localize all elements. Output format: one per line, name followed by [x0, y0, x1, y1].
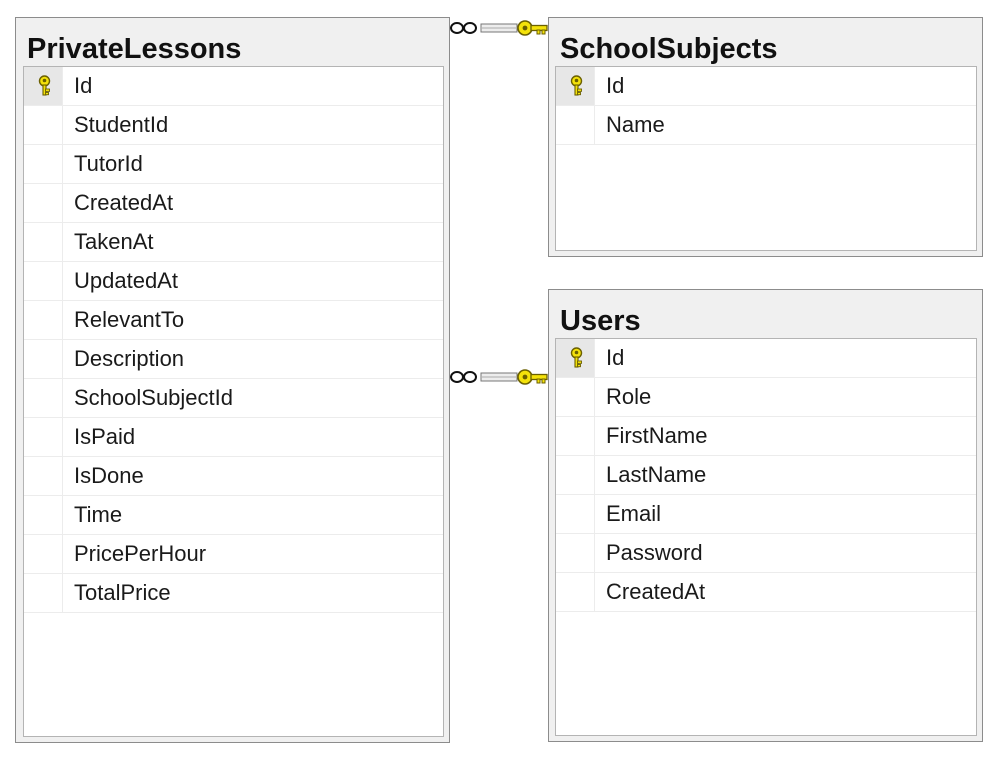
- column-row[interactable]: LastName: [556, 456, 976, 495]
- column-row[interactable]: UpdatedAt: [24, 262, 443, 301]
- table-title: PrivateLessons: [27, 33, 242, 65]
- key-end-icon: [517, 369, 548, 385]
- column-row[interactable]: TakenAt: [24, 223, 443, 262]
- column-row[interactable]: Description: [24, 340, 443, 379]
- row-selector: [24, 262, 63, 300]
- column-row[interactable]: Time: [24, 496, 443, 535]
- column-name: Description: [74, 346, 185, 371]
- column-name: TakenAt: [74, 229, 154, 254]
- row-selector: [24, 535, 63, 573]
- column-name: IsDone: [74, 463, 144, 488]
- column-name: IsPaid: [74, 424, 136, 449]
- column-row[interactable]: IsDone: [24, 457, 443, 496]
- column-row[interactable]: SchoolSubjectId: [24, 379, 443, 418]
- column-name: PricePerHour: [74, 541, 207, 566]
- column-row[interactable]: StudentId: [24, 106, 443, 145]
- primary-key-icon: [570, 75, 583, 96]
- key-end-icon: [517, 20, 548, 36]
- column-name: CreatedAt: [606, 579, 706, 604]
- relationship-privatelessons-users: [450, 369, 548, 385]
- column-row[interactable]: Id: [24, 67, 443, 106]
- many-end-icon: [450, 22, 477, 34]
- column-row[interactable]: Id: [556, 339, 976, 378]
- row-selector: [24, 67, 63, 105]
- row-selector: [556, 534, 595, 572]
- column-row[interactable]: TotalPrice: [24, 574, 443, 613]
- column-name: Role: [606, 384, 652, 409]
- row-selector: [24, 418, 63, 456]
- column-row[interactable]: Id: [556, 67, 976, 106]
- row-selector: [556, 495, 595, 533]
- column-name: Password: [606, 540, 703, 565]
- row-selector: [24, 301, 63, 339]
- column-name: Id: [606, 73, 625, 98]
- row-selector: [24, 340, 63, 378]
- column-row[interactable]: FirstName: [556, 417, 976, 456]
- column-row[interactable]: Password: [556, 534, 976, 573]
- table-title: Users: [560, 305, 641, 337]
- column-row[interactable]: TutorId: [24, 145, 443, 184]
- column-name: Id: [74, 73, 93, 98]
- row-selector: [556, 67, 595, 105]
- column-name: TutorId: [74, 151, 143, 176]
- column-row[interactable]: IsPaid: [24, 418, 443, 457]
- row-selector: [24, 496, 63, 534]
- column-name: TotalPrice: [74, 580, 171, 605]
- column-name: Time: [74, 502, 123, 527]
- relationship-privatelessons-schoolsubjects: [450, 20, 548, 36]
- column-name: RelevantTo: [74, 307, 185, 332]
- column-row[interactable]: CreatedAt: [24, 184, 443, 223]
- column-row[interactable]: Email: [556, 495, 976, 534]
- row-selector: [556, 378, 595, 416]
- many-end-icon: [450, 371, 477, 383]
- column-name: UpdatedAt: [74, 268, 178, 293]
- row-selector: [24, 379, 63, 417]
- column-name: Name: [606, 112, 665, 137]
- row-selector: [556, 417, 595, 455]
- column-row[interactable]: Name: [556, 106, 976, 145]
- row-selector: [556, 573, 595, 611]
- row-selector: [24, 574, 63, 612]
- column-name: LastName: [606, 462, 707, 487]
- column-name: Email: [606, 501, 662, 526]
- primary-key-icon: [570, 347, 583, 368]
- column-name: SchoolSubjectId: [74, 385, 233, 410]
- column-name: Id: [606, 345, 625, 370]
- row-selector: [556, 339, 595, 377]
- column-row[interactable]: RelevantTo: [24, 301, 443, 340]
- table-title: SchoolSubjects: [560, 33, 778, 65]
- row-selector: [24, 223, 63, 261]
- column-name: CreatedAt: [74, 190, 174, 215]
- column-row[interactable]: Role: [556, 378, 976, 417]
- column-row[interactable]: PricePerHour: [24, 535, 443, 574]
- column-name: StudentId: [74, 112, 169, 137]
- column-name: FirstName: [606, 423, 708, 448]
- row-selector: [24, 145, 63, 183]
- row-selector: [556, 456, 595, 494]
- row-selector: [24, 457, 63, 495]
- row-selector: [24, 184, 63, 222]
- row-selector: [24, 106, 63, 144]
- primary-key-icon: [38, 75, 51, 96]
- row-selector: [556, 106, 595, 144]
- column-row[interactable]: CreatedAt: [556, 573, 976, 612]
